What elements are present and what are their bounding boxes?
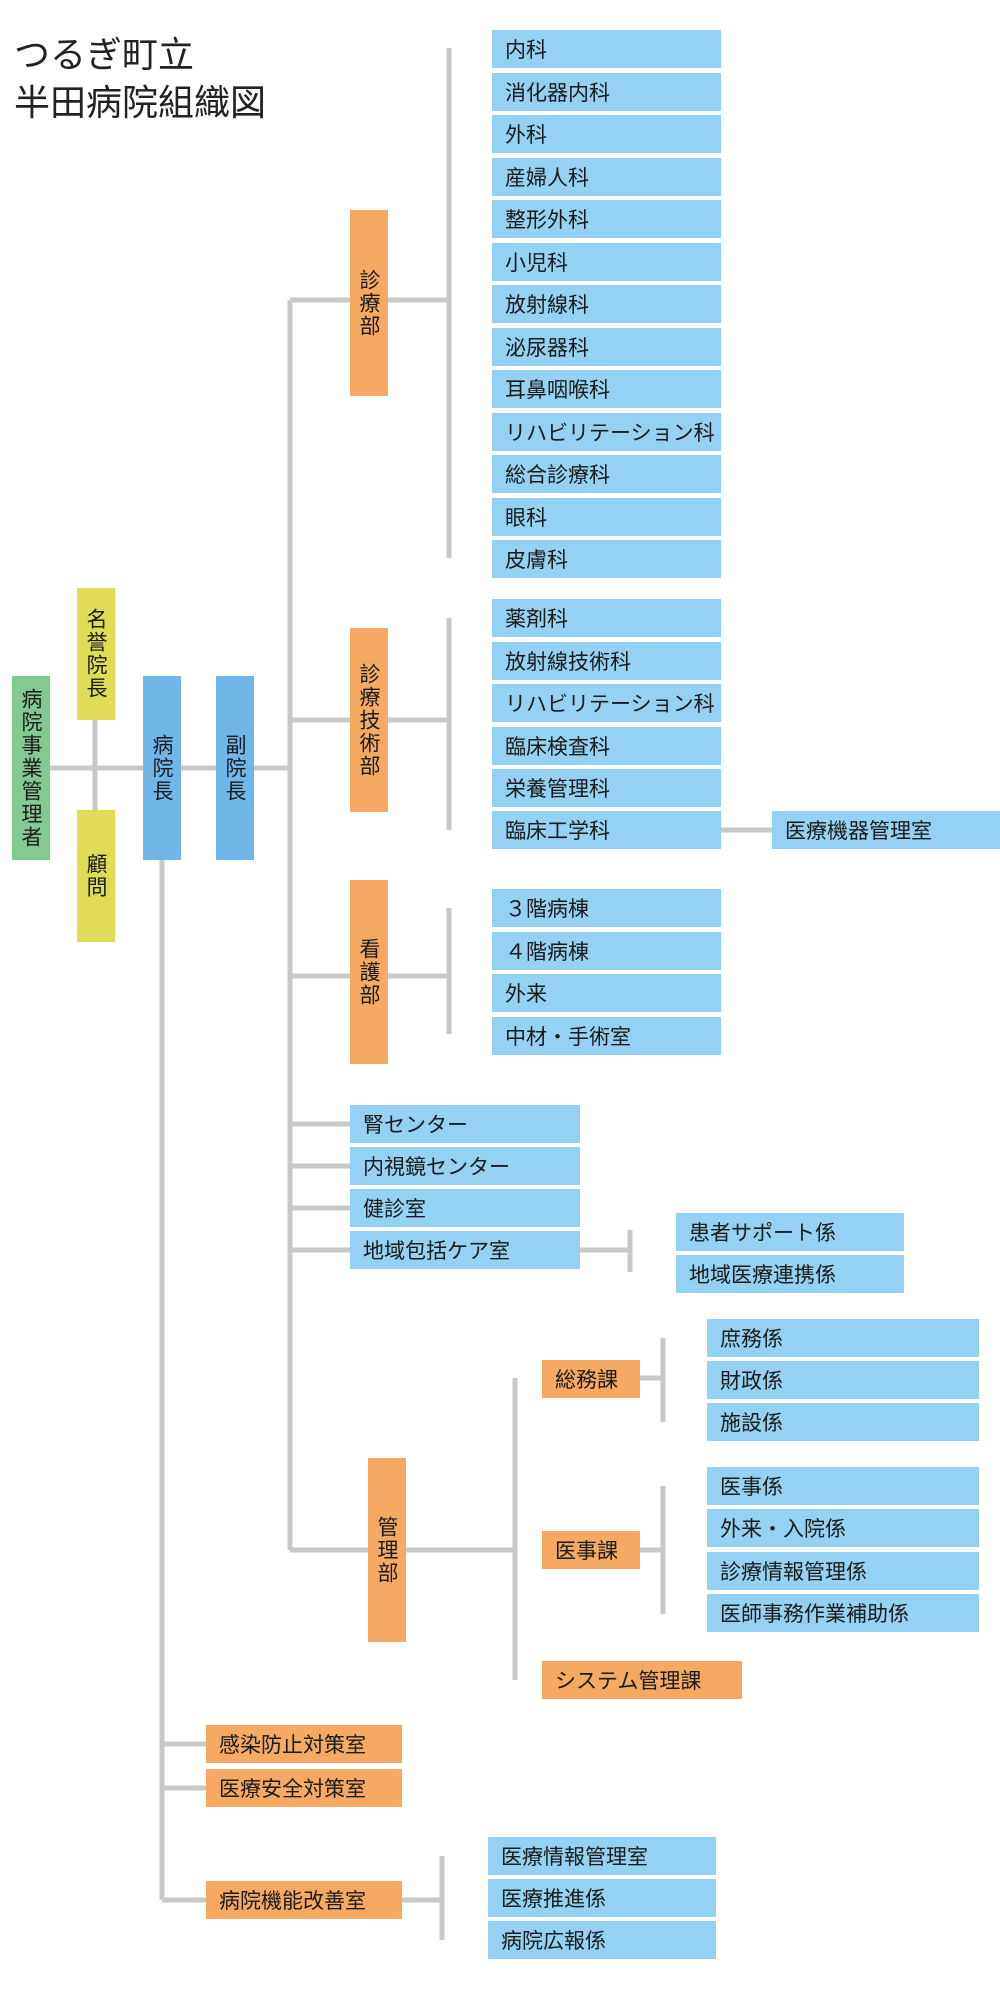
clinical-unit: 内科 [492,30,721,68]
clinical-unit: 眼科 [492,498,721,536]
general-affairs-unit: 財政係 [707,1361,979,1399]
general-affairs-box: 総務課 [542,1360,640,1398]
clinical-unit: 整形外科 [492,200,721,238]
medical-affairs-unit: 医事係 [707,1467,979,1505]
infection-control-office: 感染防止対策室 [206,1725,402,1763]
nursing-unit: 中材・手術室 [492,1017,721,1055]
clinical-unit: 小児科 [492,243,721,281]
nursing-unit: ３階病棟 [492,889,721,927]
clinical-unit: リハビリテーション科 [492,413,721,451]
page-title-line2: 半田病院組織図 [14,83,267,124]
medical-affairs-box: 医事課 [542,1531,640,1569]
system-management-box: システム管理課 [542,1661,742,1699]
clinical-unit: 産婦人科 [492,158,721,196]
medical-affairs-unit: 医師事務作業補助係 [707,1594,979,1632]
technical-unit: 栄養管理科 [492,769,721,807]
improvement-office: 病院機能改善室 [206,1881,402,1919]
medical-affairs-unit: 外来・入院係 [707,1509,979,1547]
clinical-unit: 総合診療科 [492,455,721,493]
general-affairs-unit: 庶務係 [707,1319,979,1357]
clinical-unit: 皮膚科 [492,540,721,578]
page-title-line1: つるぎ町立 [14,35,195,76]
management-dept-box: 管理部 [368,1458,406,1642]
nursing-unit: ４階病棟 [492,932,721,970]
clinical-dept-box: 診療部 [350,210,388,396]
medical-affairs-unit: 診療情報管理係 [707,1552,979,1590]
center-unit: 地域包括ケア室 [350,1231,580,1269]
hospital-director-box: 病院長 [143,676,181,860]
nursing-unit: 外来 [492,974,721,1012]
clinical-unit: 外科 [492,115,721,153]
nursing-dept-box: 看護部 [350,880,388,1064]
center-unit: 内視鏡センター [350,1147,580,1185]
improvement-unit: 病院広報係 [488,1921,716,1959]
improvement-unit: 医療情報管理室 [488,1837,716,1875]
clinical-unit: 消化器内科 [492,73,721,111]
technical-dept-box: 診療技術部 [350,628,388,812]
center-unit: 腎センター [350,1105,580,1143]
safety-office: 医療安全対策室 [206,1769,402,1807]
regional-sub-unit: 患者サポート係 [676,1213,904,1251]
technical-unit: 薬剤科 [492,599,721,637]
regional-sub-unit: 地域医療連携係 [676,1255,904,1293]
technical-unit: リハビリテーション科 [492,684,721,722]
advisor-box: 顧問 [77,810,115,942]
technical-unit: 臨床検査科 [492,727,721,765]
general-affairs-unit: 施設係 [707,1403,979,1441]
vice-director-box: 副院長 [216,676,254,860]
equipment-room-box: 医療機器管理室 [772,811,1000,849]
clinical-unit: 泌尿器科 [492,328,721,366]
clinical-unit: 耳鼻咽喉科 [492,370,721,408]
improvement-unit: 医療推進係 [488,1879,716,1917]
honorary-director-box: 名誉院長 [77,588,115,720]
admin-box: 病院事業管理者 [12,676,50,860]
center-unit: 健診室 [350,1189,580,1227]
technical-unit: 放射線技術科 [492,642,721,680]
clinical-unit: 放射線科 [492,285,721,323]
technical-unit: 臨床工学科 [492,811,721,849]
